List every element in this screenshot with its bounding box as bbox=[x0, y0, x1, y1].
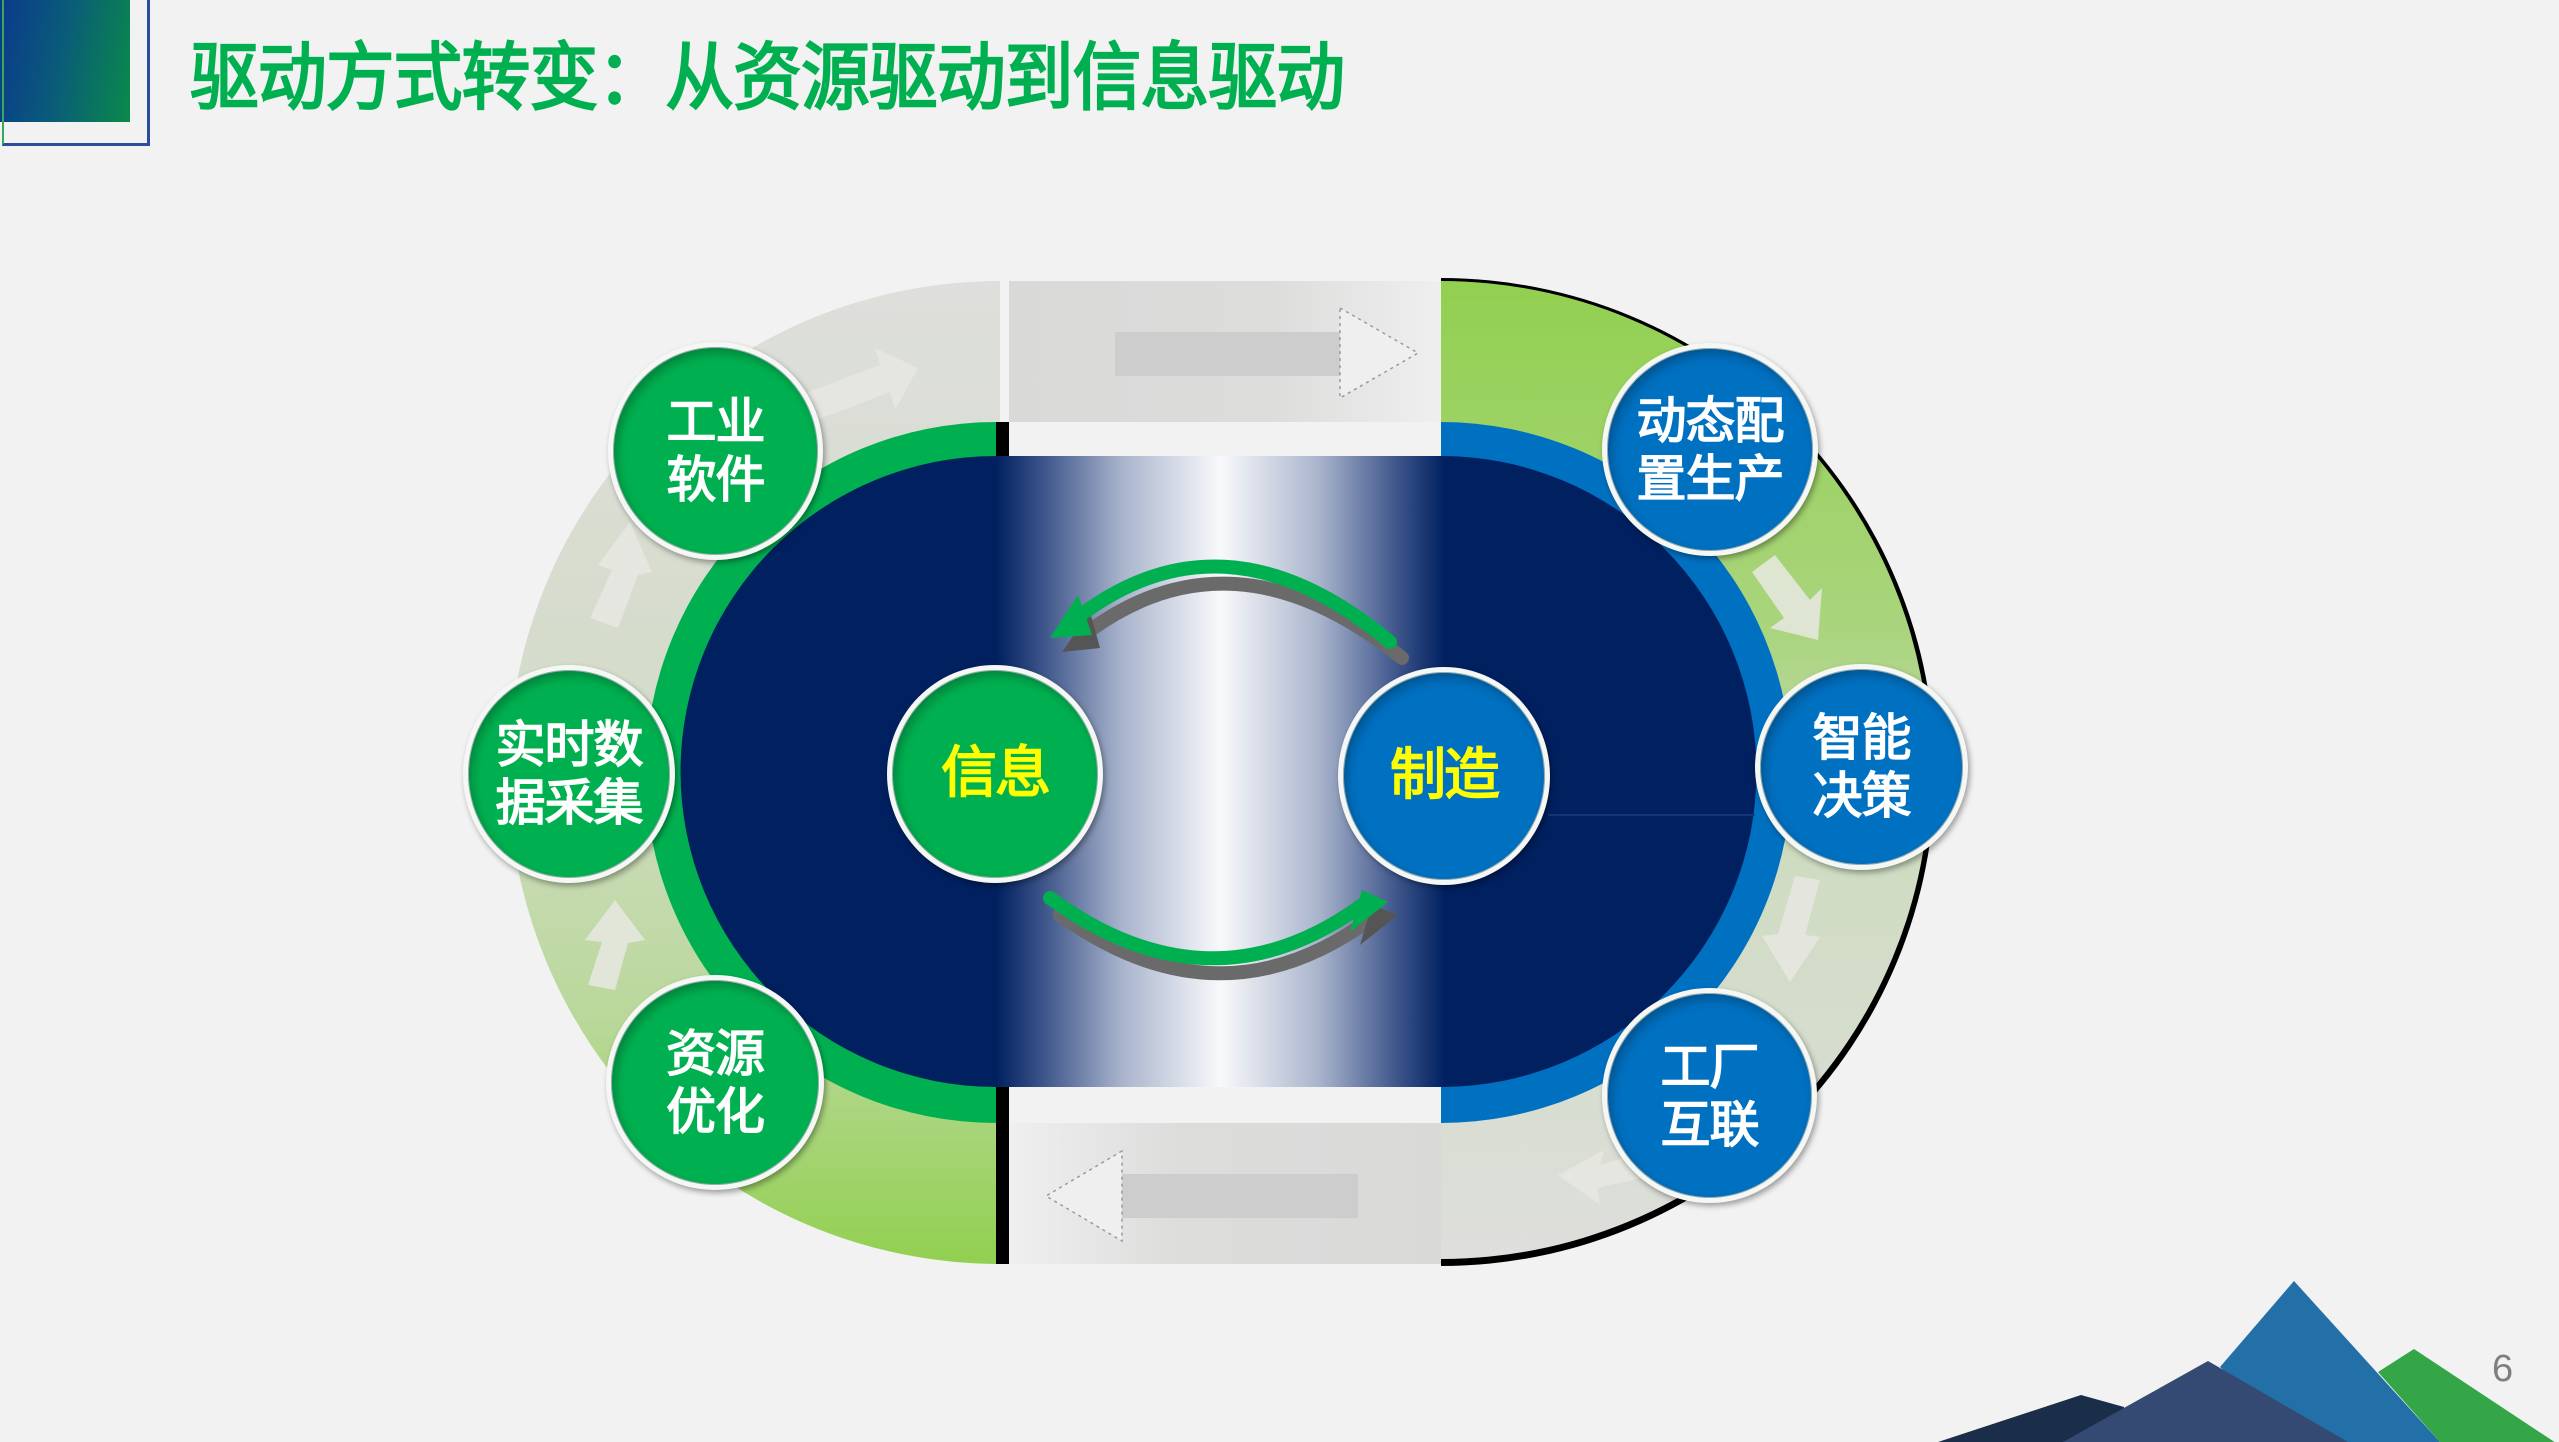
cycle-arrow-bottom-icon bbox=[1043, 890, 1398, 981]
node-label: 动态配 bbox=[1636, 391, 1785, 450]
divider-bottom bbox=[996, 1087, 1009, 1264]
node-label: 信息 bbox=[941, 741, 1051, 806]
node-label: 据采集 bbox=[495, 774, 644, 832]
node-label: 置生产 bbox=[1636, 449, 1785, 508]
node-label: 制造 bbox=[1390, 743, 1500, 808]
node-label: 决策 bbox=[1812, 767, 1912, 825]
node-industrial-software: 工业 软件 bbox=[608, 342, 823, 560]
node-label: 工厂 bbox=[1660, 1037, 1760, 1096]
node-label: 工业 bbox=[666, 393, 766, 451]
node-label: 互联 bbox=[1660, 1095, 1760, 1154]
node-dynamic-production: 动态配 置生产 bbox=[1602, 343, 1818, 556]
top-band-arrow-icon bbox=[1115, 306, 1420, 400]
node-info: 信息 bbox=[887, 665, 1103, 883]
divider-top bbox=[996, 422, 1009, 456]
corner-frame bbox=[2, 0, 150, 146]
node-label: 资源 bbox=[666, 1024, 765, 1083]
node-label: 软件 bbox=[666, 451, 766, 509]
node-factory-interconnect: 工厂 互联 bbox=[1602, 988, 1817, 1203]
node-manufacturing: 制造 bbox=[1338, 667, 1550, 885]
node-label: 实时数 bbox=[495, 716, 644, 774]
node-realtime-data: 实时数 据采集 bbox=[463, 665, 675, 883]
node-resource-optimization: 资源 优化 bbox=[606, 975, 824, 1190]
mountain-decoration bbox=[1938, 1281, 2559, 1442]
page-number: 6 bbox=[2492, 1348, 2514, 1390]
node-label: 优化 bbox=[666, 1082, 765, 1141]
node-smart-decision: 智能 决策 bbox=[1755, 664, 1968, 870]
node-label: 智能 bbox=[1812, 709, 1912, 767]
corner-gradient-square bbox=[0, 0, 130, 122]
bottom-band-arrow-icon bbox=[1044, 1149, 1358, 1243]
slide-title: 驱动方式转变：从资源驱动到信息驱动 bbox=[190, 35, 1345, 121]
cycle-arrow-top-icon bbox=[1050, 559, 1409, 665]
